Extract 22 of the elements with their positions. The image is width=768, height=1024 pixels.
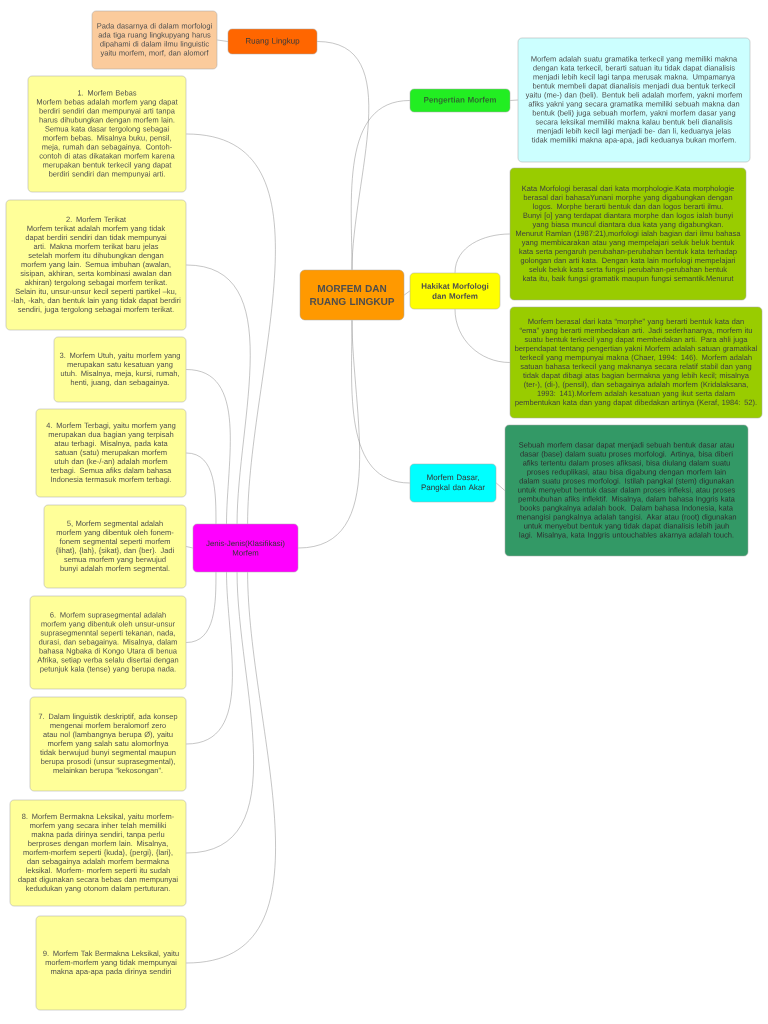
connector-line xyxy=(186,572,217,643)
branch-box: Ruang Lingkup xyxy=(227,28,318,55)
connector-line xyxy=(186,452,217,524)
connector-line xyxy=(186,264,251,524)
connector-line xyxy=(217,39,228,42)
connector-line xyxy=(298,320,360,549)
connector-line xyxy=(186,369,231,524)
connector-line xyxy=(454,309,510,363)
connector-line xyxy=(510,99,518,101)
branch-box: Hakikat Morfologi dan Morfem xyxy=(409,272,501,310)
connector-line xyxy=(186,572,276,964)
connector-line xyxy=(186,546,193,549)
connector-line xyxy=(496,482,505,491)
connector-line xyxy=(186,133,276,524)
connector-line xyxy=(454,233,510,273)
connector-line xyxy=(186,572,233,745)
connector-line xyxy=(350,100,410,270)
branch-box: Morfem Dasar, Pangkal dan Akar xyxy=(409,463,497,503)
connector-line xyxy=(404,290,410,296)
topic-box: MORFEM DAN RUANG LINGKUP xyxy=(299,269,405,321)
connector-line xyxy=(186,572,254,854)
branch-box: Pengertian Morfem xyxy=(409,88,511,113)
